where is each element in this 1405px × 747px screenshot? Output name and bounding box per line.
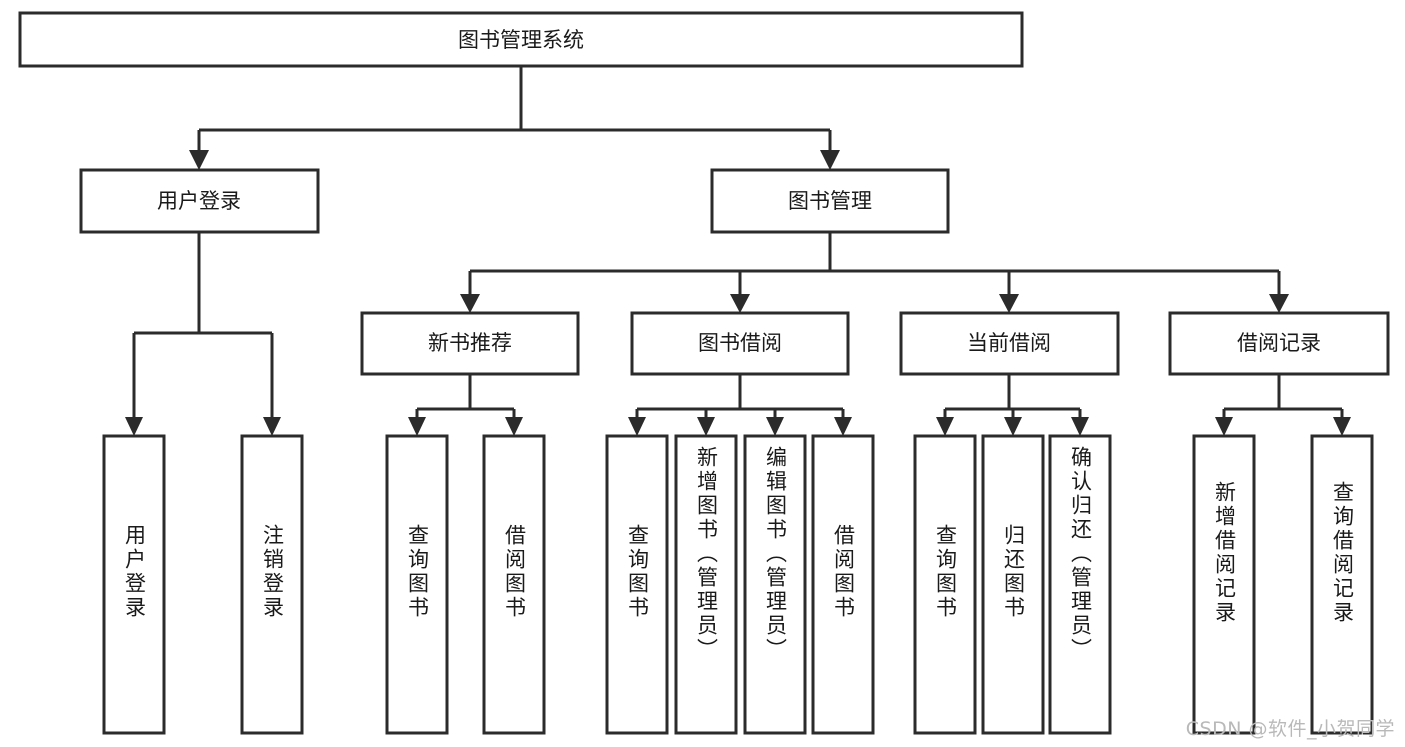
node-leaf-query-book-3-box[interactable] bbox=[913, 434, 977, 735]
arrow-head-leaf-return-book bbox=[1004, 417, 1022, 436]
arrow-head-book-borrow bbox=[730, 294, 750, 313]
node-new-book-recommend-label: 新书推荐 bbox=[428, 331, 512, 355]
node-leaf-logout-box[interactable] bbox=[240, 434, 304, 735]
node-current-borrow-box[interactable] bbox=[899, 311, 1120, 376]
arrow-head-borrow-record bbox=[1269, 294, 1289, 313]
node-book-management-label: 图书管理 bbox=[788, 189, 872, 213]
connector-group-root-to-level2 bbox=[189, 66, 840, 170]
arrow-head-leaf-user-login bbox=[125, 417, 143, 436]
node-borrow-record-box[interactable] bbox=[1168, 311, 1390, 376]
node-book-borrow[interactable]: 图书借阅 bbox=[630, 311, 850, 376]
arrow-head-leaf-add-book bbox=[697, 417, 715, 436]
node-leaf-add-book-box[interactable] bbox=[674, 434, 738, 735]
node-leaf-confirm-return-box[interactable] bbox=[1048, 434, 1112, 735]
connector-group-book-management-to-level3 bbox=[460, 232, 1289, 313]
node-leaf-query-book-1-box[interactable] bbox=[385, 434, 449, 735]
node-borrow-record-label: 借阅记录 bbox=[1237, 331, 1321, 355]
node-root-box[interactable] bbox=[18, 11, 1024, 68]
leaf-boxes-group bbox=[102, 434, 1374, 735]
node-user-login-box[interactable] bbox=[79, 168, 320, 234]
connector-group-new-book-to-leaves bbox=[408, 374, 523, 436]
node-leaf-return-book-box[interactable] bbox=[981, 434, 1045, 735]
node-current-borrow-label: 当前借阅 bbox=[967, 331, 1051, 355]
node-leaf-add-record-box[interactable] bbox=[1192, 434, 1256, 735]
node-book-management-box[interactable] bbox=[710, 168, 950, 234]
node-borrow-record[interactable]: 借阅记录 bbox=[1168, 311, 1390, 376]
node-leaf-query-record-box[interactable] bbox=[1310, 434, 1374, 735]
arrow-head-leaf-query-book-1 bbox=[408, 417, 426, 436]
node-root[interactable]: 图书管理系统 bbox=[18, 11, 1024, 68]
node-user-login-label: 用户登录 bbox=[157, 189, 241, 213]
arrow-head-leaf-add-record bbox=[1215, 417, 1233, 436]
csdn-watermark: CSDN @软件_小贺同学 bbox=[1185, 718, 1395, 740]
node-leaf-edit-book-box[interactable] bbox=[743, 434, 807, 735]
arrow-head-leaf-logout bbox=[263, 417, 281, 436]
connector-group-user-login-to-leaves bbox=[125, 232, 281, 436]
node-book-management[interactable]: 图书管理 bbox=[710, 168, 950, 234]
arrow-head-user-login bbox=[189, 150, 209, 170]
node-leaf-borrow-book-1-box[interactable] bbox=[482, 434, 546, 735]
arrow-head-leaf-confirm-return bbox=[1071, 417, 1089, 436]
node-leaf-query-book-2-box[interactable] bbox=[605, 434, 669, 735]
connector-group-book-borrow-to-leaves bbox=[628, 374, 852, 436]
arrow-head-leaf-query-book-2 bbox=[628, 417, 646, 436]
node-book-borrow-box[interactable] bbox=[630, 311, 850, 376]
arrow-head-book-management bbox=[820, 150, 840, 170]
arrow-head-new-book bbox=[460, 294, 480, 313]
node-user-login[interactable]: 用户登录 bbox=[79, 168, 320, 234]
node-leaf-user-login-box[interactable] bbox=[102, 434, 166, 735]
arrow-head-leaf-borrow-book-2 bbox=[834, 417, 852, 436]
arrow-head-leaf-query-book-3 bbox=[936, 417, 954, 436]
node-leaf-borrow-book-2-box[interactable] bbox=[811, 434, 875, 735]
arrow-head-leaf-query-record bbox=[1333, 417, 1351, 436]
node-new-book-recommend-box[interactable] bbox=[360, 311, 580, 376]
arrow-head-leaf-edit-book bbox=[766, 417, 784, 436]
connector-group-borrow-record-to-leaves bbox=[1215, 374, 1351, 436]
arrow-head-leaf-borrow-book-1 bbox=[505, 417, 523, 436]
connector-group-current-borrow-to-leaves bbox=[936, 374, 1089, 436]
node-book-borrow-label: 图书借阅 bbox=[698, 331, 782, 355]
node-root-label: 图书管理系统 bbox=[458, 28, 584, 52]
node-new-book-recommend[interactable]: 新书推荐 bbox=[360, 311, 580, 376]
node-current-borrow[interactable]: 当前借阅 bbox=[899, 311, 1120, 376]
arrow-head-current-borrow bbox=[999, 294, 1019, 313]
